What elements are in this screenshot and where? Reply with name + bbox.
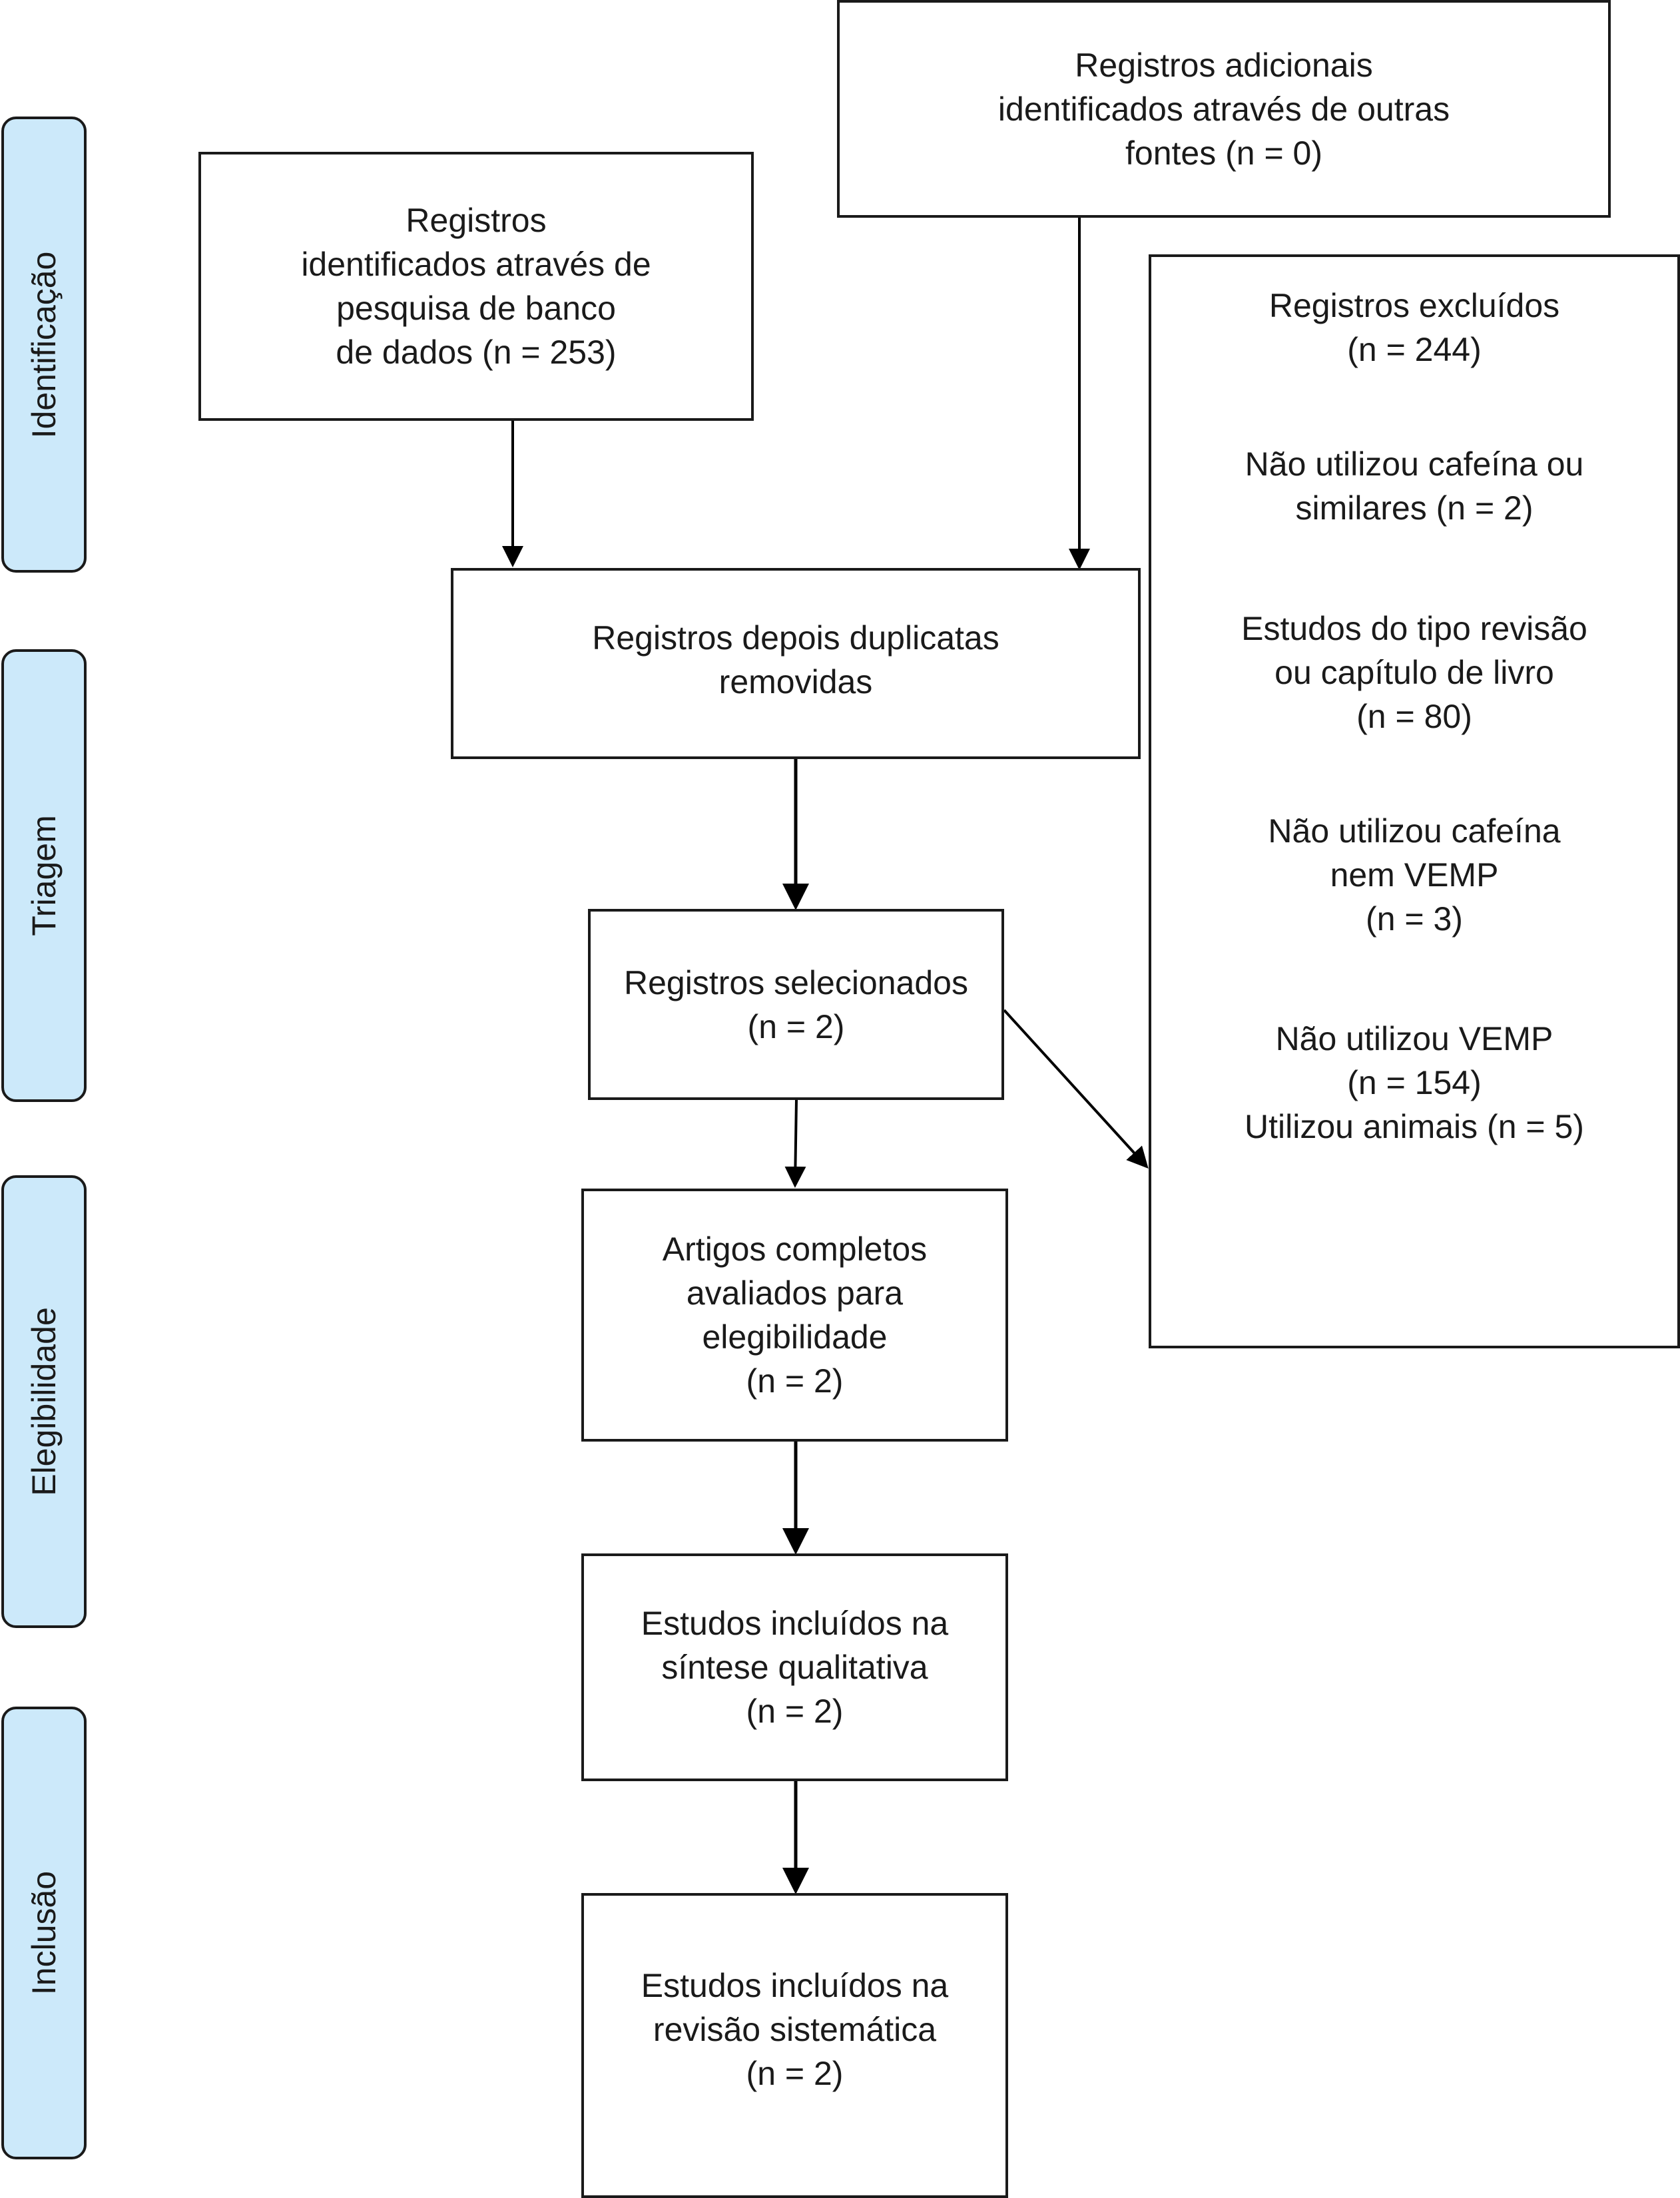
excluded-reason-line: similares (n = 2): [1295, 489, 1534, 527]
excluded-reason-line: Não utilizou cafeína ou: [1245, 445, 1584, 483]
excluded-total: Registros excluídos (n = 244): [1151, 284, 1677, 372]
box-other-sources-line: Registros adicionais: [1075, 46, 1373, 84]
excluded-reason-line: (n = 3): [1366, 900, 1463, 938]
stage-triagem: Triagem: [1, 649, 87, 1102]
excluded-reason-line: nem VEMP: [1330, 856, 1499, 894]
box-selected-line: Registros selecionados: [624, 963, 968, 1001]
box-database-line: de dados (n = 253): [336, 334, 617, 371]
box-database-line: Registros: [406, 202, 547, 239]
box-qualitative-line: síntese qualitativa: [661, 1649, 928, 1686]
box-database-records: Registros identificados através de pesqu…: [198, 152, 754, 421]
excluded-title-line: Registros excluídos: [1268, 287, 1560, 324]
excluded-reason-line: ou capítulo de livro: [1274, 654, 1554, 691]
stage-identificacao-label: Identificação: [25, 251, 63, 438]
arrow-selected-to-excluded: [1003, 1009, 1149, 1169]
box-systematic-review: Estudos incluídos na revisão sistemática…: [581, 1893, 1008, 2198]
excluded-reason: Não utilizou cafeína nem VEMP (n = 3): [1151, 809, 1677, 941]
box-full-text: Artigos completos avaliados para elegibi…: [581, 1189, 1008, 1442]
box-qualitative-synthesis: Estudos incluídos na síntese qualitativa…: [581, 1553, 1008, 1781]
box-excluded: Registros excluídos (n = 244) Não utiliz…: [1149, 254, 1680, 1348]
excluded-title-line: (n = 244): [1347, 331, 1482, 368]
box-full-text-line: avaliados para: [686, 1274, 904, 1312]
box-duplicates-removed: Registros depois duplicatas removidas: [451, 568, 1141, 759]
excluded-reason-line: Utilizou animais (n = 5): [1245, 1108, 1584, 1145]
box-full-text-line: Artigos completos: [662, 1231, 928, 1268]
box-other-sources: Registros adicionais identificados atrav…: [837, 0, 1611, 218]
box-database-line: identificados através de: [301, 246, 651, 283]
box-review-line: (n = 2): [746, 2055, 844, 2092]
box-other-sources-line: identificados através de outras: [997, 90, 1450, 128]
box-full-text-line: (n = 2): [746, 1362, 844, 1400]
box-other-sources-line: fontes (n = 0): [1125, 134, 1322, 172]
excluded-reason-line: Estudos do tipo revisão: [1241, 610, 1587, 647]
excluded-reason: Estudos do tipo revisão ou capítulo de l…: [1151, 607, 1677, 738]
excluded-reason-line: (n = 80): [1356, 698, 1472, 735]
box-selected-line: (n = 2): [747, 1007, 845, 1045]
excluded-reason: Não utilizou VEMP (n = 154) Utilizou ani…: [1151, 1017, 1677, 1149]
box-review-line: Estudos incluídos na: [641, 1967, 949, 2004]
excluded-reason-line: Não utilizou VEMP: [1275, 1020, 1553, 1057]
box-selected: Registros selecionados (n = 2): [588, 909, 1004, 1100]
box-qualitative-line: Estudos incluídos na: [641, 1605, 949, 1642]
box-database-line: pesquisa de banco: [336, 290, 616, 327]
stage-elegibilidade-label: Elegibilidade: [25, 1307, 63, 1496]
stage-inclusao: Inclusão: [1, 1707, 87, 2159]
box-qualitative-line: (n = 2): [746, 1693, 844, 1730]
stage-triagem-label: Triagem: [25, 815, 63, 936]
excluded-reason: Não utilizou cafeína ou similares (n = 2…: [1151, 442, 1677, 530]
arrow-selected-to-fulltext: [784, 1099, 806, 1188]
excluded-reason-line: Não utilizou cafeína: [1268, 812, 1561, 850]
stage-inclusao-label: Inclusão: [25, 1870, 63, 1996]
box-full-text-line: elegibilidade: [702, 1318, 888, 1356]
box-duplicates-line: Registros depois duplicatas: [592, 619, 999, 657]
stage-elegibilidade: Elegibilidade: [1, 1175, 87, 1628]
stage-identificacao: Identificação: [1, 117, 87, 573]
box-duplicates-line: removidas: [718, 663, 873, 700]
excluded-reason-line: (n = 154): [1347, 1064, 1482, 1101]
box-review-line: revisão sistemática: [653, 2011, 937, 2048]
